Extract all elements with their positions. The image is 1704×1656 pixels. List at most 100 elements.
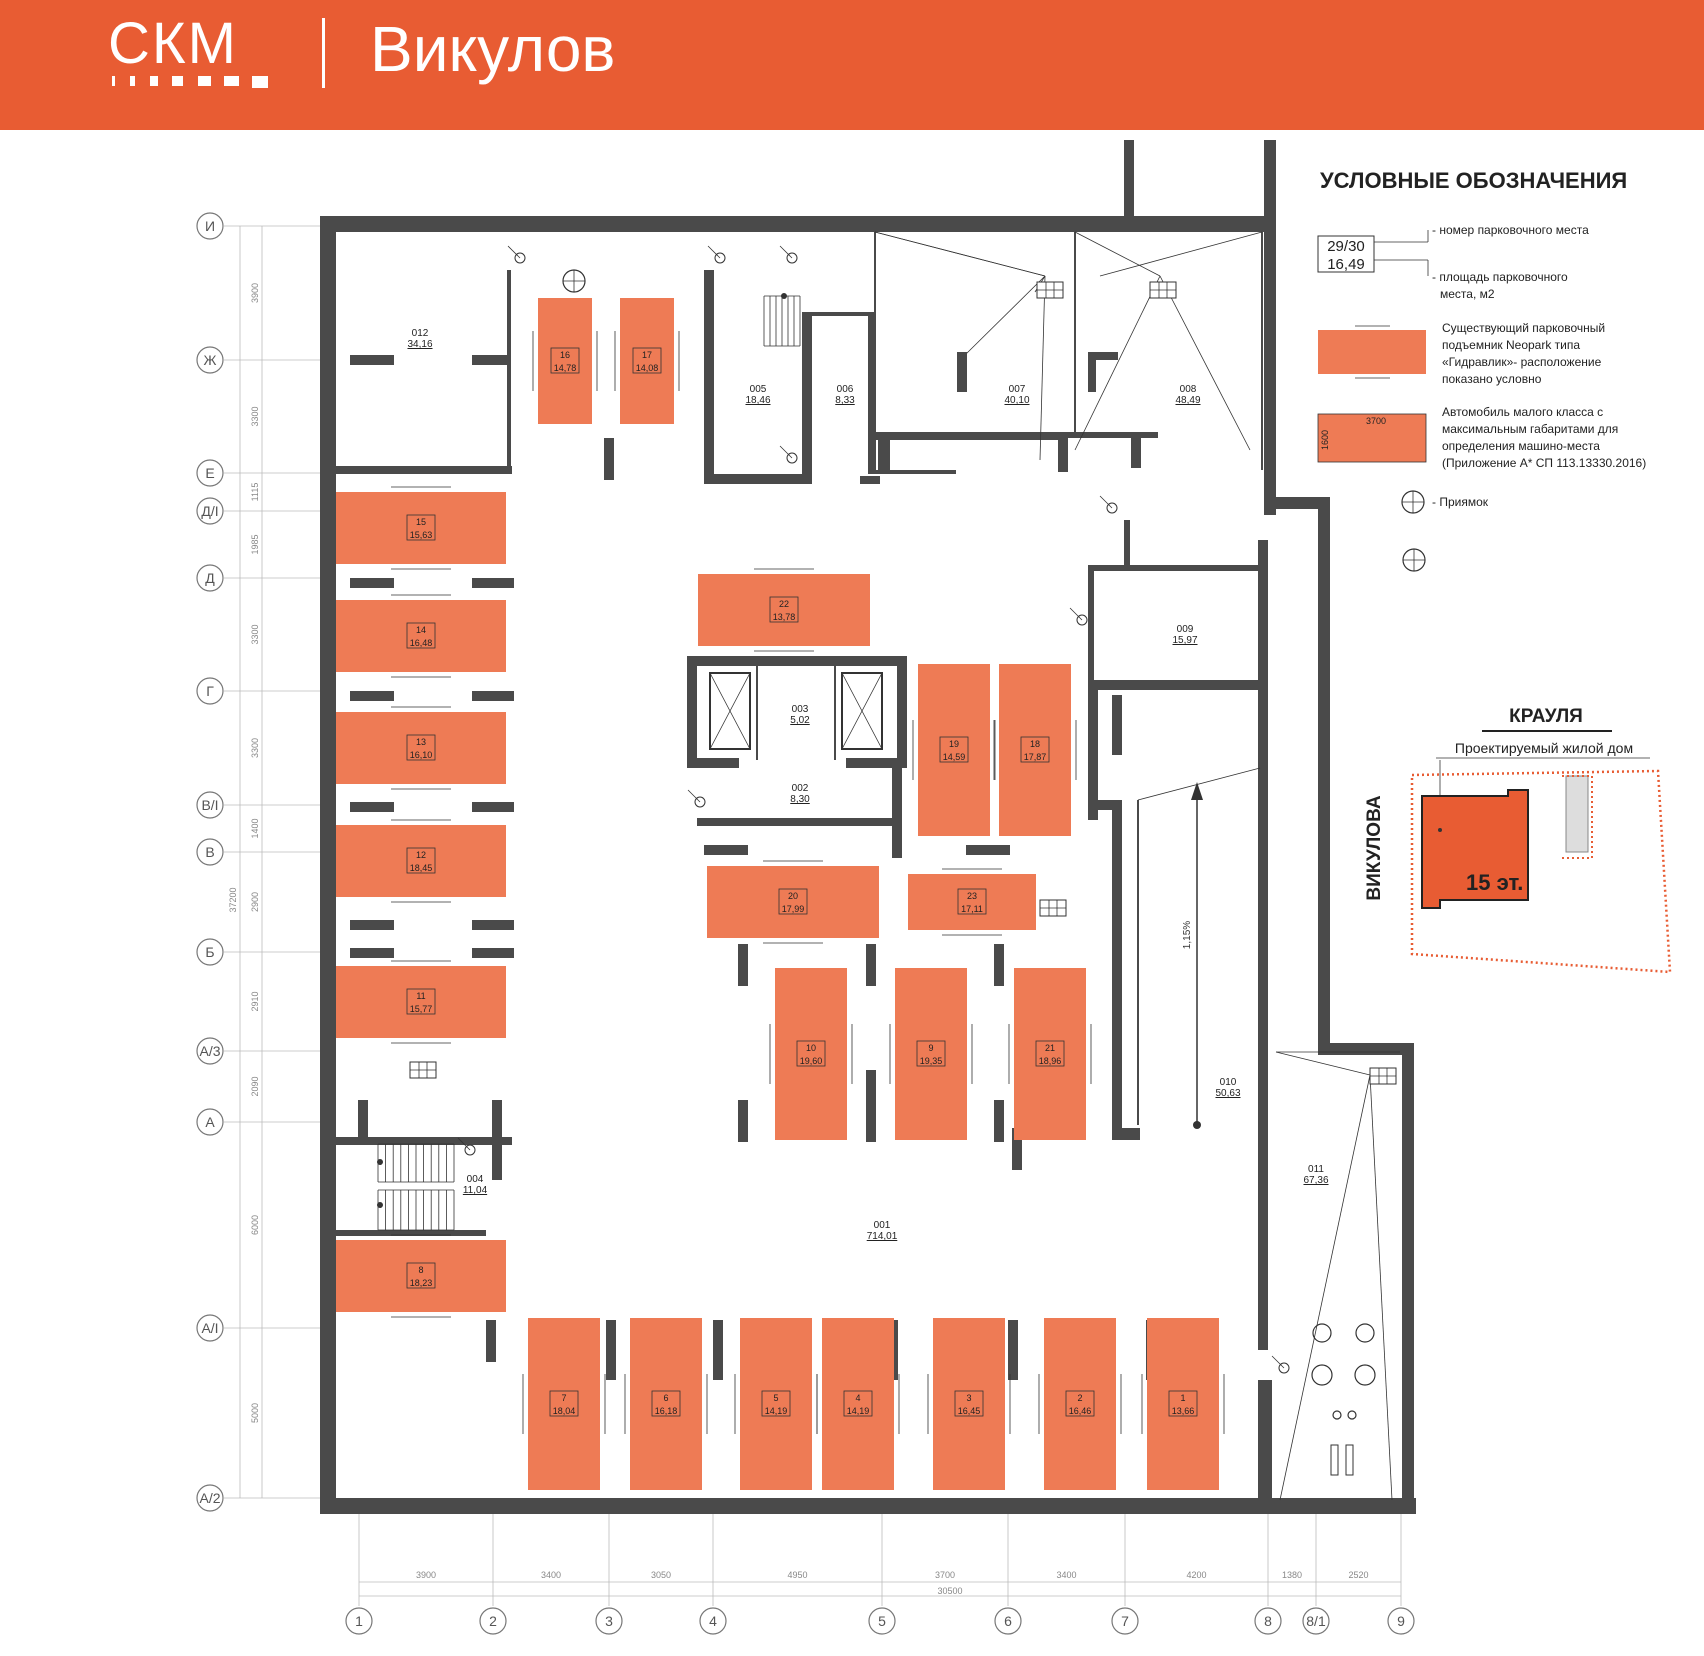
- row-dimension: 3300: [250, 624, 260, 644]
- room-number: 009: [1177, 624, 1194, 635]
- hatch-line: [1099, 231, 1263, 277]
- building-label: Проектируемый жилой дом: [1455, 740, 1633, 756]
- wall: [1012, 1128, 1022, 1170]
- spot-number: 2: [1077, 1393, 1082, 1403]
- hatch-line: [507, 245, 521, 259]
- spot-number: 10: [806, 1043, 816, 1053]
- col-axis-label: 9: [1397, 1613, 1405, 1629]
- spot-label-box: [632, 347, 662, 374]
- wall: [1088, 352, 1118, 360]
- spot-label-box: [954, 1390, 984, 1417]
- legend-lift-swatch: [1318, 330, 1426, 374]
- spot-area: 15,63: [410, 530, 433, 540]
- spot-number: 16: [560, 350, 570, 360]
- elevator-shaft: [841, 672, 883, 750]
- existing-boundary: [1562, 775, 1593, 859]
- parking-spot: [775, 968, 847, 1140]
- ramp-fixture: [1347, 1410, 1357, 1420]
- spot-number: 20: [788, 891, 798, 901]
- wall: [1092, 800, 1122, 810]
- wall: [1124, 140, 1134, 216]
- ramp-fixture: [1345, 1444, 1354, 1476]
- room-area: 714,01: [867, 1231, 898, 1242]
- wall: [868, 312, 876, 474]
- hatch-line: [1369, 1074, 1393, 1501]
- spot-label-box: [769, 596, 799, 623]
- col-dimension: 4200: [1186, 1570, 1206, 1580]
- hatch-line: [709, 672, 751, 750]
- legend-number-desc: - номер парковочного места: [1432, 223, 1589, 237]
- legend-lift-desc: подъемник Neopark типа: [1442, 338, 1580, 352]
- spot-label-box: [778, 888, 808, 915]
- room-area: 18,46: [745, 395, 770, 406]
- wall: [336, 466, 512, 474]
- legend-car-desc: максимальным габаритами для: [1442, 422, 1618, 436]
- wall: [868, 470, 956, 474]
- row-dimension: 3300: [250, 406, 260, 426]
- row-axis-label: Б: [205, 944, 214, 960]
- col-axis-bubble: [868, 1607, 896, 1635]
- legend-area-desc: места, м2: [1440, 287, 1495, 301]
- spot-number: 18: [1030, 739, 1040, 749]
- room-number: 003: [792, 704, 809, 715]
- row-dimension: 6000: [250, 1215, 260, 1235]
- col-axis-label: 3: [605, 1613, 613, 1629]
- wall: [1402, 1043, 1414, 1514]
- spot-label-box: [1035, 1040, 1065, 1067]
- legend-title: УСЛОВНЫЕ ОБОЗНАЧЕНИЯ: [1320, 168, 1628, 193]
- col-axis-bubble: [1387, 1607, 1415, 1635]
- row-axis-label: В/І: [201, 797, 218, 813]
- hatch-line: [1039, 275, 1046, 461]
- ramp-fixture: [1312, 1323, 1332, 1343]
- stair-dot: [781, 293, 787, 299]
- spot-area: 13,78: [773, 612, 796, 622]
- spot-area: 16,48: [410, 638, 433, 648]
- row-axis-label: А/2: [199, 1490, 220, 1506]
- spot-label-box: [406, 514, 436, 541]
- stair-dot: [377, 1202, 383, 1208]
- street-label-top: КРАУЛЯ: [1509, 706, 1583, 727]
- leader-dot: [1438, 828, 1442, 832]
- wall: [492, 1100, 502, 1180]
- row-dimension: 2900: [250, 892, 260, 912]
- row-axis-bubble: [196, 497, 224, 525]
- col-axis-bubble: [595, 1607, 623, 1635]
- room-area: 40,10: [1004, 395, 1029, 406]
- col-axis-label: 4: [709, 1613, 717, 1629]
- room-number: 012: [412, 328, 429, 339]
- spot-label-box: [549, 1390, 579, 1417]
- hatch-line: [1137, 767, 1261, 801]
- wall: [350, 920, 394, 930]
- wall: [1264, 140, 1276, 515]
- wall: [1088, 565, 1094, 685]
- parking-spot: [740, 1318, 812, 1490]
- room-number: 010: [1220, 1077, 1237, 1088]
- spot-number: 14: [416, 625, 426, 635]
- parking-spot: [1014, 968, 1086, 1140]
- spot-number: 15: [416, 517, 426, 527]
- row-axis-bubble: [196, 791, 224, 819]
- spot-area: 17,87: [1024, 752, 1047, 762]
- street-label-left: ВИКУЛОВА: [1364, 795, 1385, 900]
- row-dimension: 2090: [250, 1076, 260, 1096]
- spot-number: 3: [966, 1393, 971, 1403]
- row-total-dimension: 37200: [228, 887, 238, 912]
- wall: [1318, 497, 1330, 1055]
- room-labels: 01234,1600518,460068,3300740,1000848,490…: [407, 328, 1328, 1242]
- room-area: 5,02: [790, 715, 810, 726]
- parking-spot: [630, 1318, 702, 1490]
- room-number: 001: [874, 1220, 891, 1231]
- parking-spot: [908, 874, 1036, 930]
- row-axis-bubble: [196, 212, 224, 240]
- spot-label-box: [761, 1390, 791, 1417]
- spot-label-box: [939, 736, 969, 763]
- room-area: 8,30: [790, 794, 810, 805]
- spot-area: 18,04: [553, 1406, 576, 1416]
- room-area: 11,04: [463, 1185, 488, 1196]
- parking-spot: [698, 574, 870, 646]
- spot-label-box: [406, 988, 436, 1015]
- project-title: Викулов: [370, 13, 616, 85]
- spot-area: 17,11: [961, 904, 983, 914]
- row-axis-bubble: [196, 346, 224, 374]
- wall: [1112, 1128, 1140, 1140]
